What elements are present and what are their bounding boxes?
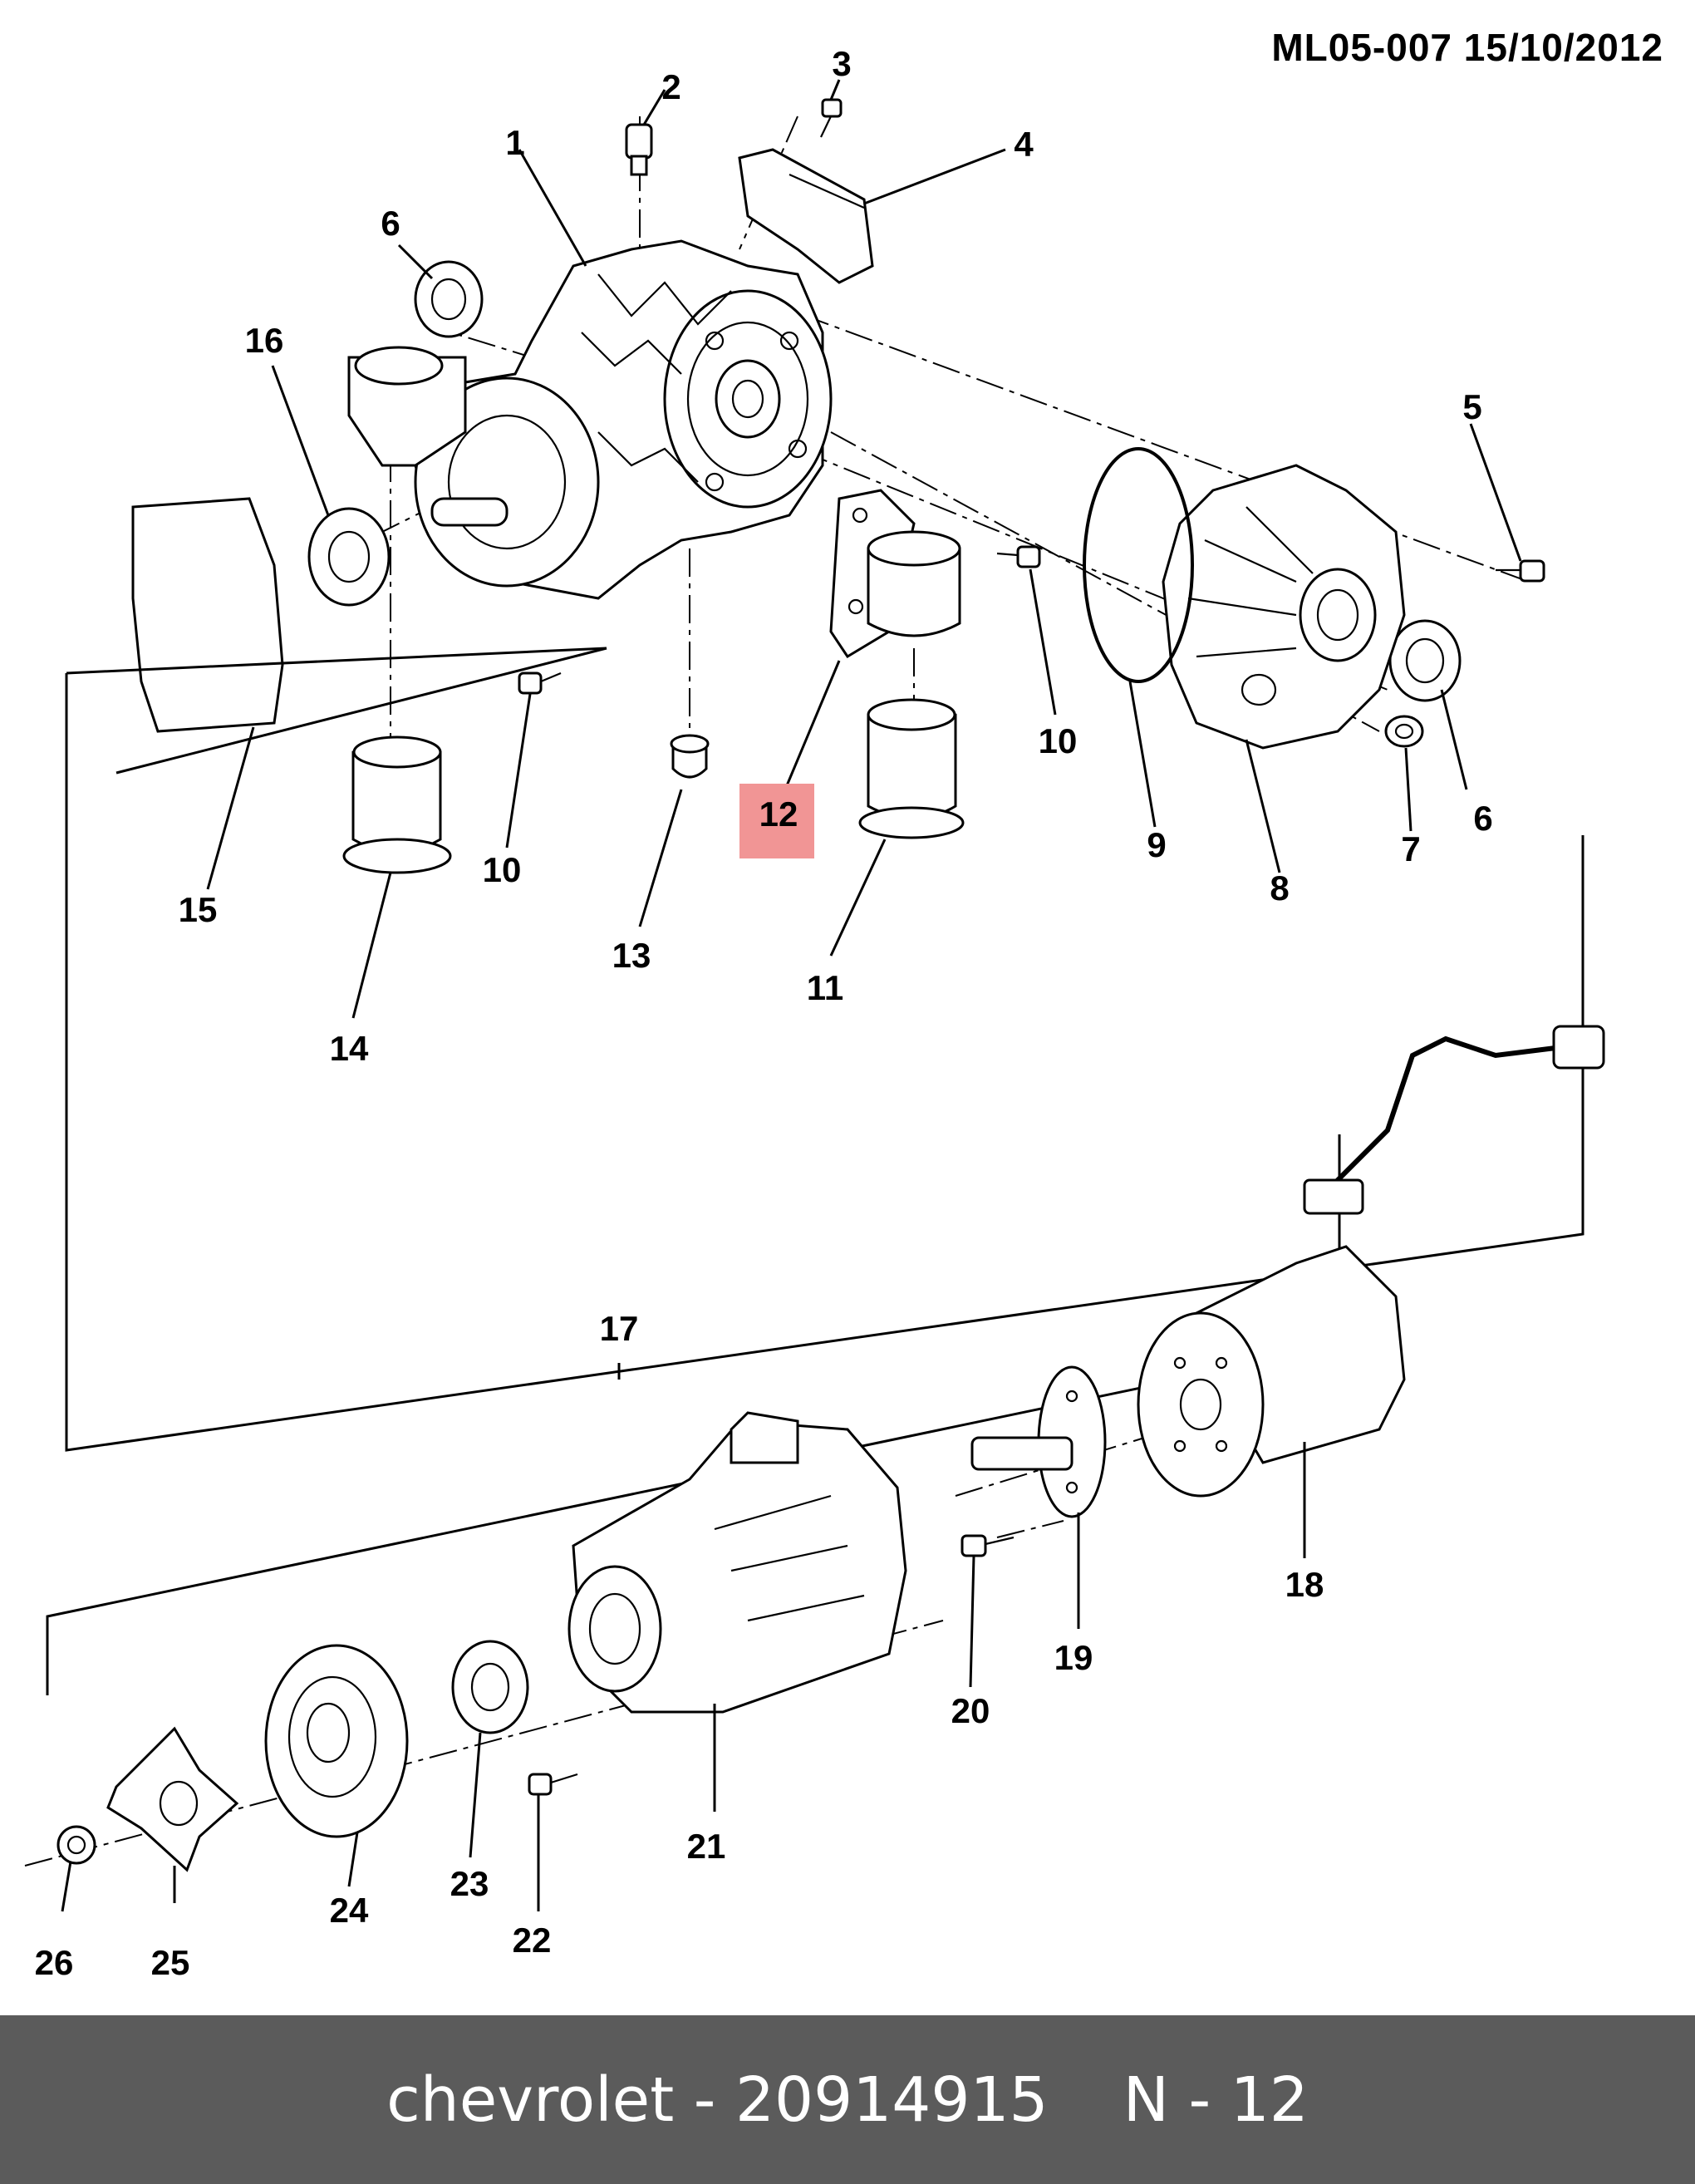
callout-15: 15: [179, 890, 218, 929]
footer-bar: chevrolet - 20914915 N - 12: [0, 2015, 1695, 2184]
bolt-20: [960, 1534, 1015, 1557]
callout-21: 21: [687, 1827, 726, 1866]
gasket-15: [131, 497, 284, 733]
motor-18: [1137, 1245, 1406, 1498]
bolt-22: [528, 1773, 578, 1796]
callout-1: 1: [505, 123, 524, 162]
callout-3: 3: [832, 44, 851, 83]
drain-plug-7: [1384, 715, 1424, 748]
callout-11: 11: [807, 968, 843, 1007]
callout-16: 16: [245, 321, 284, 360]
callout-12: 12: [759, 794, 798, 834]
callout-9: 9: [1147, 825, 1166, 864]
callout-23: 23: [450, 1864, 489, 1903]
callout-24: 24: [330, 1891, 369, 1930]
callout-8: 8: [1270, 868, 1289, 908]
vent-plug: [625, 123, 653, 176]
bolt-10-left: [518, 671, 562, 695]
bushing-14: [342, 735, 452, 874]
callout-5: 5: [1462, 387, 1481, 426]
callout-17: 17: [600, 1309, 639, 1348]
mount-bracket: [738, 148, 874, 284]
callout-7: 7: [1401, 829, 1420, 868]
bolt-3: [820, 98, 843, 138]
nut-26: [56, 1825, 96, 1865]
flange-25: [106, 1726, 239, 1872]
bolt-10-right: [996, 545, 1041, 568]
footer-brand-part-number: chevrolet - 20914915: [386, 2063, 1049, 2136]
callout-22: 22: [513, 1921, 552, 1960]
callout-25: 25: [151, 1943, 190, 1982]
callout-18: 18: [1285, 1565, 1324, 1604]
plug-13: [670, 734, 710, 779]
differential-housing: [347, 239, 833, 600]
o-ring-9: [1083, 447, 1194, 683]
seal-23: [451, 1640, 529, 1734]
callout-20: 20: [951, 1691, 990, 1730]
callout-10-left: 10: [483, 850, 522, 889]
callout-26: 26: [35, 1943, 74, 1982]
seal-6-left: [414, 260, 484, 338]
callout-14: 14: [330, 1029, 369, 1068]
callout-10-right: 10: [1039, 721, 1078, 760]
parts-diagram: ML05-007 15/10/2012: [24, 26, 1663, 1982]
callout-4: 4: [1014, 125, 1034, 164]
seal-16: [307, 507, 391, 607]
callout-2: 2: [661, 67, 680, 106]
bolt-5: [1496, 559, 1545, 583]
callout-labels: 1 2 3 4 5 6 6 7 8 9 10 10 11 12 13 14 15…: [35, 44, 1493, 1982]
wiring-harness: [1303, 1025, 1605, 1215]
flange-shaft-19: [970, 1365, 1107, 1518]
footer-reference: N - 12: [1123, 2063, 1309, 2136]
leader-lines: [61, 79, 1522, 1912]
highlight-box: [739, 784, 814, 858]
seal-6-right: [1388, 619, 1462, 702]
callout-13: 13: [612, 936, 651, 975]
callout-19: 19: [1054, 1638, 1093, 1677]
diagram-svg: 1 2 3 4 5 6 6 7 8 9 10 10 11 12 13 14 15…: [24, 44, 1605, 1982]
bearing-24: [264, 1644, 409, 1838]
housing-21: [567, 1411, 907, 1714]
diagram-code-date: ML05-007 15/10/2012: [1271, 26, 1663, 69]
callout-6-left: 6: [381, 204, 400, 243]
mount-12: [829, 489, 961, 659]
callout-6-right: 6: [1473, 799, 1492, 838]
bushing-11: [858, 698, 965, 839]
rear-cover: [1162, 464, 1406, 750]
